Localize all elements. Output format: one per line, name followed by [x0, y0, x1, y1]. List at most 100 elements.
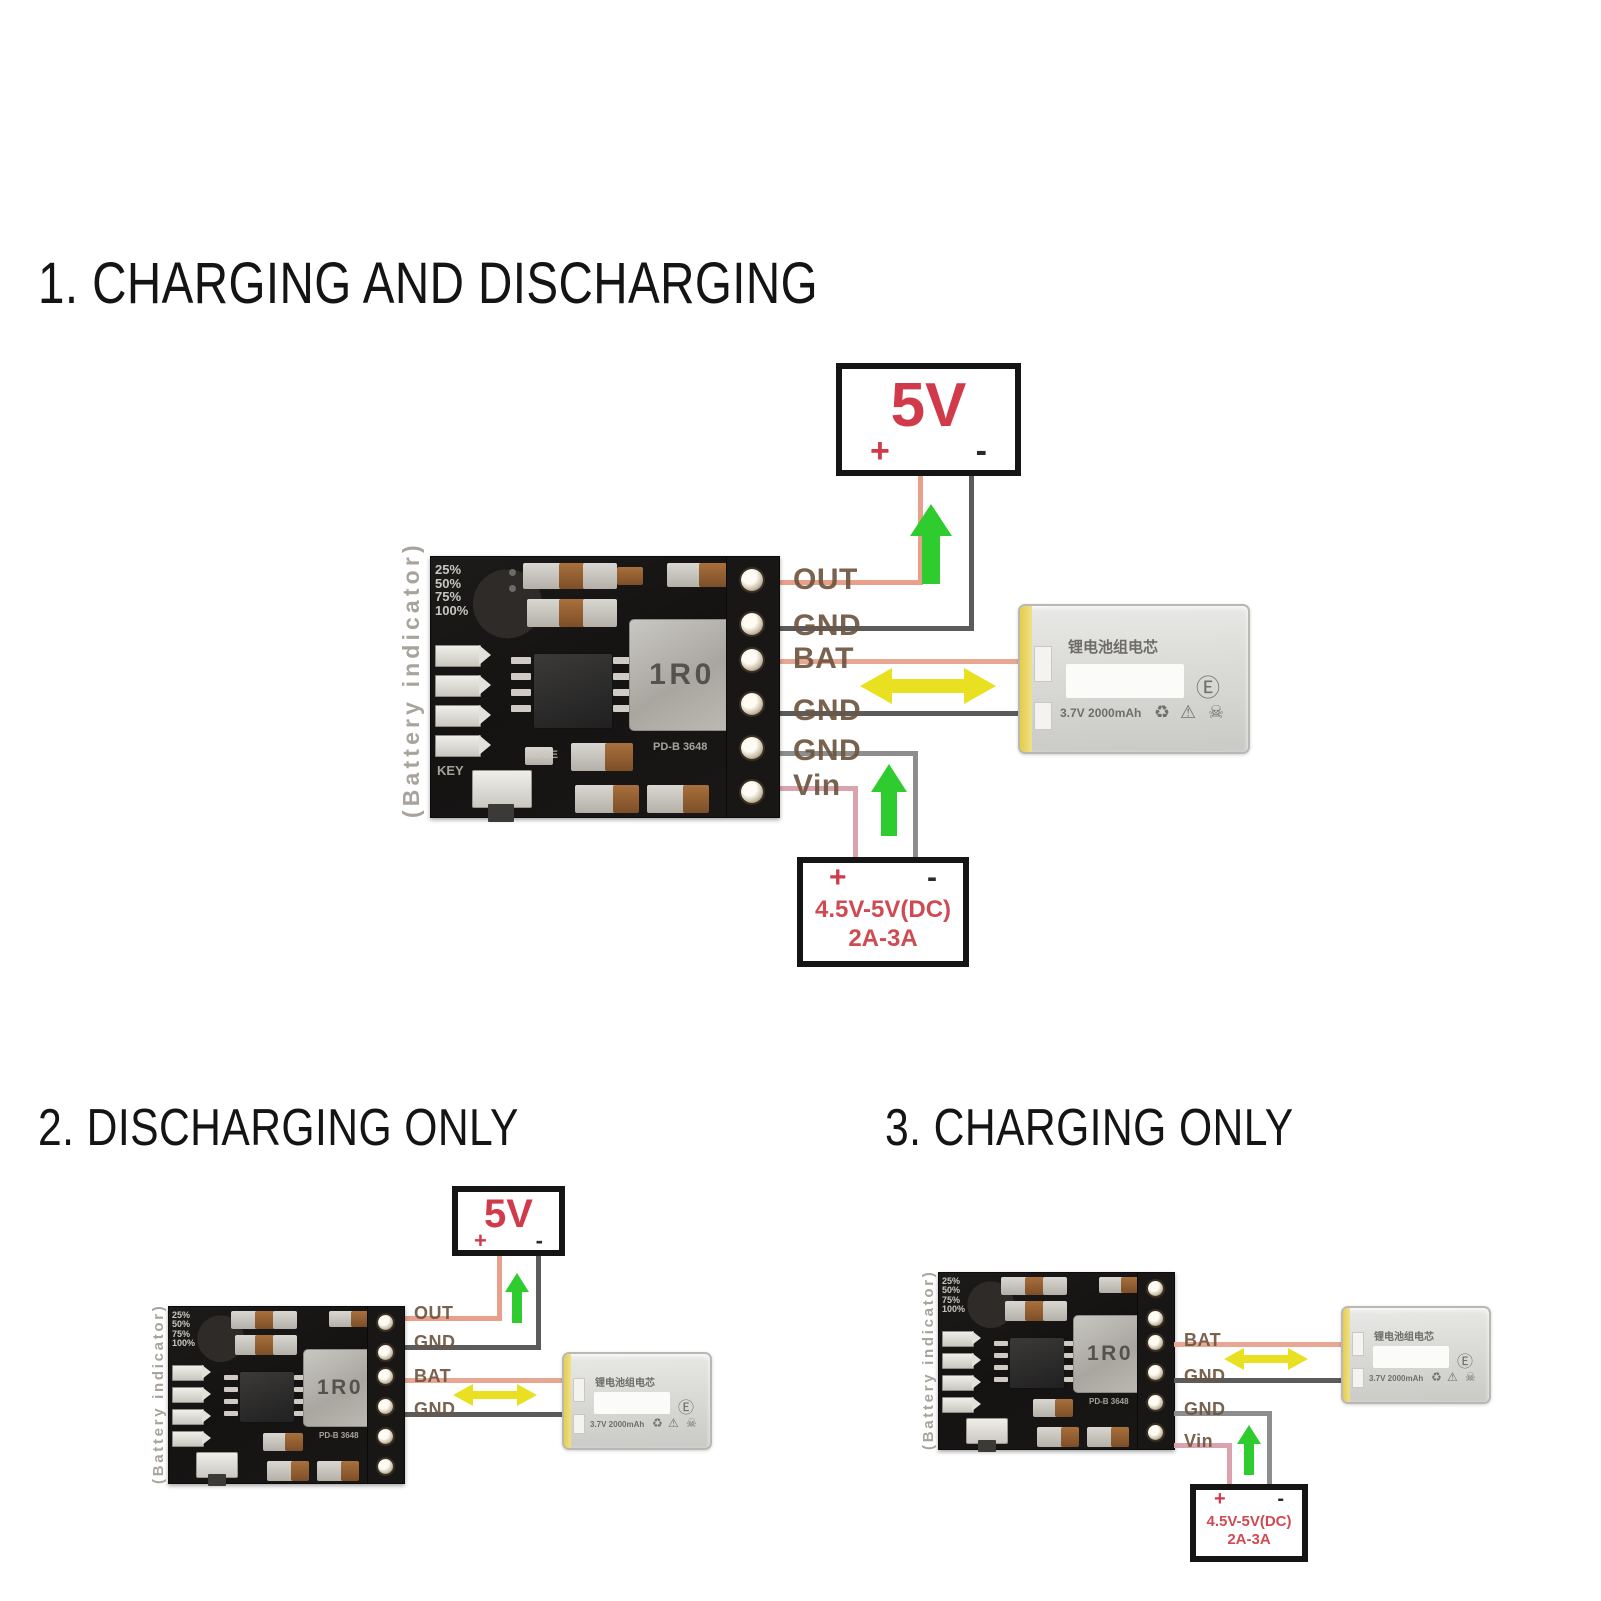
pin-label-out-2: OUT — [414, 1303, 454, 1323]
wire-gnd-bat-horizontal-2 — [404, 1412, 569, 1417]
header-pin-bat-2[interactable] — [378, 1369, 393, 1384]
arrow-bidirectional-icon — [453, 1384, 537, 1406]
battery-tab-positive-3 — [1352, 1332, 1364, 1356]
pin-label-gnd-3b: GND — [1184, 1399, 1226, 1419]
charger-module-board-3: 1R0 PD-B 3648 25% 50% 75% 100% — [938, 1272, 1175, 1452]
header-pin-bat[interactable] — [741, 649, 763, 671]
header-pin-gnd-3c[interactable] — [1148, 1395, 1163, 1410]
lipo-battery-1: 锂电池组电芯 3.7V 2000mAh Ⓔ ♻ ⚠ ☠ — [1018, 604, 1250, 754]
header-pin-vin-3[interactable] — [1148, 1425, 1163, 1440]
battery-spec-text-3: 3.7V 2000mAh — [1369, 1374, 1424, 1383]
header-pin-out-3[interactable] — [1148, 1281, 1163, 1296]
charger-module-board-1: 1R0 MODE PD-B 3648 — [430, 556, 780, 822]
supply-dc-minus-3: - — [1277, 1488, 1284, 1510]
inductor-1r0-2: 1R0 — [303, 1349, 377, 1427]
indicator-percent-labels-2: 25% 50% 75% 100% — [172, 1310, 196, 1349]
section-2-diagram: 5V + - OUT GND BAT GND — [150, 1186, 712, 1486]
header-pin-gnd-2b[interactable] — [378, 1399, 393, 1414]
section-3-heading: 3. CHARGING ONLY — [885, 1099, 1294, 1157]
supply-5v-minus: - — [975, 432, 987, 471]
pin-header-3 — [1137, 1273, 1174, 1449]
supply-dc-minus: - — [927, 861, 937, 894]
pin-label-vin-3: Vin — [1184, 1431, 1214, 1451]
arrow-bidirectional-icon — [1224, 1348, 1308, 1370]
supply-dc-current: 2A-3A — [848, 925, 918, 952]
battery-warning-icon-2: ⚠ — [668, 1416, 679, 1430]
header-pin-gnd-1[interactable] — [741, 613, 763, 635]
battery-indicator-label-3: (Battery indicator) — [920, 1269, 937, 1451]
battery-spec-text-2: 3.7V 2000mAh — [590, 1420, 645, 1429]
battery-cert-icon-2: Ⓔ — [678, 1400, 695, 1417]
header-pin-gnd-3b[interactable] — [1148, 1365, 1163, 1380]
key-switch-2[interactable] — [196, 1452, 238, 1478]
pin-label-gnd-2a: GND — [414, 1332, 456, 1352]
wire-out-horizontal-2 — [404, 1316, 502, 1321]
supply-dc-plus-3: + — [1214, 1488, 1226, 1510]
header-pin-gnd-2c[interactable] — [378, 1429, 393, 1444]
battery-warning-icon-3: ⚠ — [1447, 1370, 1458, 1384]
wire-gnd-dc-vertical-3 — [1267, 1411, 1272, 1487]
header-pin-out-2[interactable] — [378, 1315, 393, 1330]
pin-label-out: OUT — [793, 563, 858, 596]
battery-indicator-label-2: (Battery indicator) — [150, 1303, 167, 1485]
pin-label-bat-2: BAT — [414, 1366, 452, 1386]
battery-weee-icon-3: ☠ — [1465, 1370, 1476, 1384]
lipo-battery-2: 锂电池组电芯 3.7V 2000mAh Ⓔ ♻ ⚠ ☠ — [562, 1352, 712, 1450]
pin-label-vin: Vin — [793, 769, 841, 802]
battery-brand-text-3: 锂电池组电芯 — [1374, 1332, 1434, 1343]
wire-gnd-5v-horizontal-2 — [404, 1345, 541, 1350]
supply-5v-box-2: 5V + - — [452, 1186, 565, 1256]
wire-gnd-5v-vertical — [969, 476, 974, 630]
silk-mode: MODE — [525, 749, 558, 761]
silk-part-number: PD-B 3648 — [653, 741, 708, 753]
battery-tab-positive-2 — [573, 1378, 585, 1402]
key-switch[interactable] — [472, 770, 532, 808]
wire-vin-vertical-3 — [1227, 1443, 1232, 1491]
header-pin-gnd-2a[interactable] — [378, 1345, 393, 1360]
header-pin-out[interactable] — [741, 569, 763, 591]
supply-5v-plus-2: + — [474, 1227, 487, 1253]
header-pin-gnd-3[interactable] — [741, 737, 763, 759]
pin-label-gnd-3: GND — [793, 734, 862, 767]
inductor-marking-2: 1R0 — [316, 1376, 364, 1399]
battery-tab-negative-3 — [1352, 1368, 1364, 1388]
charger-module-board-2: 1R0 PD-B 3648 25% 50% 75% 100% — [168, 1306, 405, 1486]
arrow-output-5v-2 — [504, 1272, 530, 1329]
wire-bat-horizontal-3 — [1174, 1342, 1348, 1347]
pin-label-gnd-1: GND — [793, 609, 862, 642]
battery-recycle-icon-2: ♻ — [652, 1416, 663, 1430]
pin-label-gnd-2: GND — [793, 694, 862, 727]
section-2-heading: 2. DISCHARGING ONLY — [38, 1099, 519, 1157]
wire-gnd-dc-horizontal-3 — [1174, 1411, 1272, 1416]
wire-gnd-dc-vertical — [913, 751, 918, 861]
wire-bat-horizontal — [768, 659, 1028, 664]
inductor-marking-3: 1R0 — [1086, 1342, 1134, 1365]
header-pin-vin-2[interactable] — [378, 1459, 393, 1474]
battery-cert-icon-3: Ⓔ — [1457, 1354, 1474, 1371]
header-pin-vin[interactable] — [741, 781, 763, 803]
silk-part-number-2: PD-B 3648 — [319, 1431, 359, 1440]
silk-part-number-3: PD-B 3648 — [1089, 1397, 1129, 1406]
section-3-diagram: 1R0 PD-B 3648 25% 50% 75% 100% — [860, 0, 1601, 1601]
inductor-1r0-3: 1R0 — [1073, 1315, 1147, 1393]
supply-dc-box-1: + - 4.5V-5V(DC) 2A-3A — [797, 857, 969, 967]
arrow-discharge-2 — [452, 1382, 538, 1413]
supply-dc-box-3: + - 4.5V-5V(DC) 2A-3A — [1190, 1484, 1308, 1562]
pin-label-gnd-3a: GND — [1184, 1366, 1226, 1386]
wire-bat-horizontal-2 — [404, 1378, 569, 1383]
supply-5v-minus-2: - — [535, 1227, 543, 1253]
header-pin-bat-3[interactable] — [1148, 1335, 1163, 1350]
header-pin-gnd-2[interactable] — [741, 693, 763, 715]
header-pin-gnd-3a[interactable] — [1148, 1311, 1163, 1326]
supply-5v-plus: + — [870, 432, 890, 471]
pin-header-2 — [367, 1307, 404, 1483]
lipo-battery-3: 锂电池组电芯 3.7V 2000mAh Ⓔ ♻ ⚠ ☠ — [1341, 1306, 1491, 1404]
battery-tab-negative — [1034, 702, 1052, 730]
wire-vin-horizontal-3 — [1174, 1443, 1232, 1448]
wire-out-vertical-2 — [497, 1256, 502, 1320]
arrow-output-5v — [908, 502, 954, 591]
battery-tab-negative-2 — [573, 1414, 585, 1434]
arrow-up-icon — [505, 1273, 529, 1323]
supply-5v-label: 5V — [890, 371, 967, 440]
battery-brand-text-2: 锂电池组电芯 — [595, 1378, 655, 1389]
